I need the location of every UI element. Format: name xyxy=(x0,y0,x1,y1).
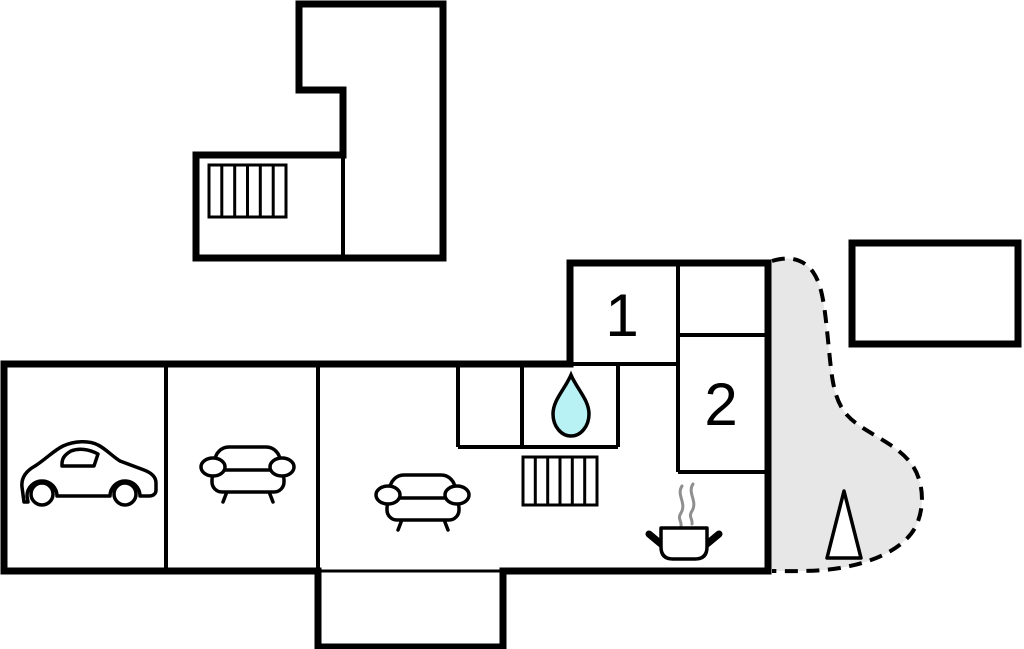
water-drop-icon xyxy=(551,370,591,438)
car-icon xyxy=(20,440,158,507)
stairs-icon xyxy=(207,163,288,219)
cooking-pot-icon xyxy=(645,526,723,561)
annex-outline xyxy=(192,0,447,262)
steam-icon xyxy=(677,482,696,528)
room-1-label: 1 xyxy=(605,282,638,349)
terrace-area xyxy=(766,256,924,574)
terrace-fill xyxy=(766,258,922,572)
main-building: 1 2 xyxy=(0,259,772,649)
room-2-label: 2 xyxy=(704,371,737,438)
interior-walls xyxy=(164,263,768,569)
main-outline xyxy=(0,259,772,649)
radiator-icon xyxy=(521,455,599,507)
annex-building xyxy=(192,0,447,262)
terrace-dashed-boundary xyxy=(771,256,924,574)
tree-icon xyxy=(825,489,863,560)
shed-building xyxy=(848,239,1022,348)
